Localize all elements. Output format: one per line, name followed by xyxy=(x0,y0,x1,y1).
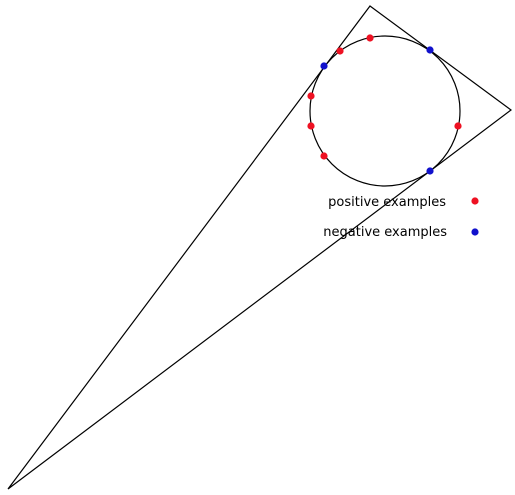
positive-point xyxy=(454,122,462,130)
legend-negative-label: negative examples xyxy=(323,225,447,240)
negative-points xyxy=(320,46,479,236)
positive-point xyxy=(320,152,328,160)
legend: positive examples negative examples xyxy=(323,195,447,240)
positive-point xyxy=(307,122,315,130)
negative-point xyxy=(426,167,434,175)
positive-point xyxy=(336,47,344,55)
legend-positive-marker xyxy=(471,197,479,205)
positive-point xyxy=(307,92,315,100)
negative-point xyxy=(426,46,434,54)
negative-point xyxy=(320,62,328,70)
positive-point xyxy=(366,34,374,42)
triangle-outline xyxy=(7,5,513,490)
legend-positive-label: positive examples xyxy=(328,195,446,210)
legend-negative-marker xyxy=(471,228,479,236)
positive-points xyxy=(307,34,479,205)
enclosing-circle xyxy=(309,35,461,187)
